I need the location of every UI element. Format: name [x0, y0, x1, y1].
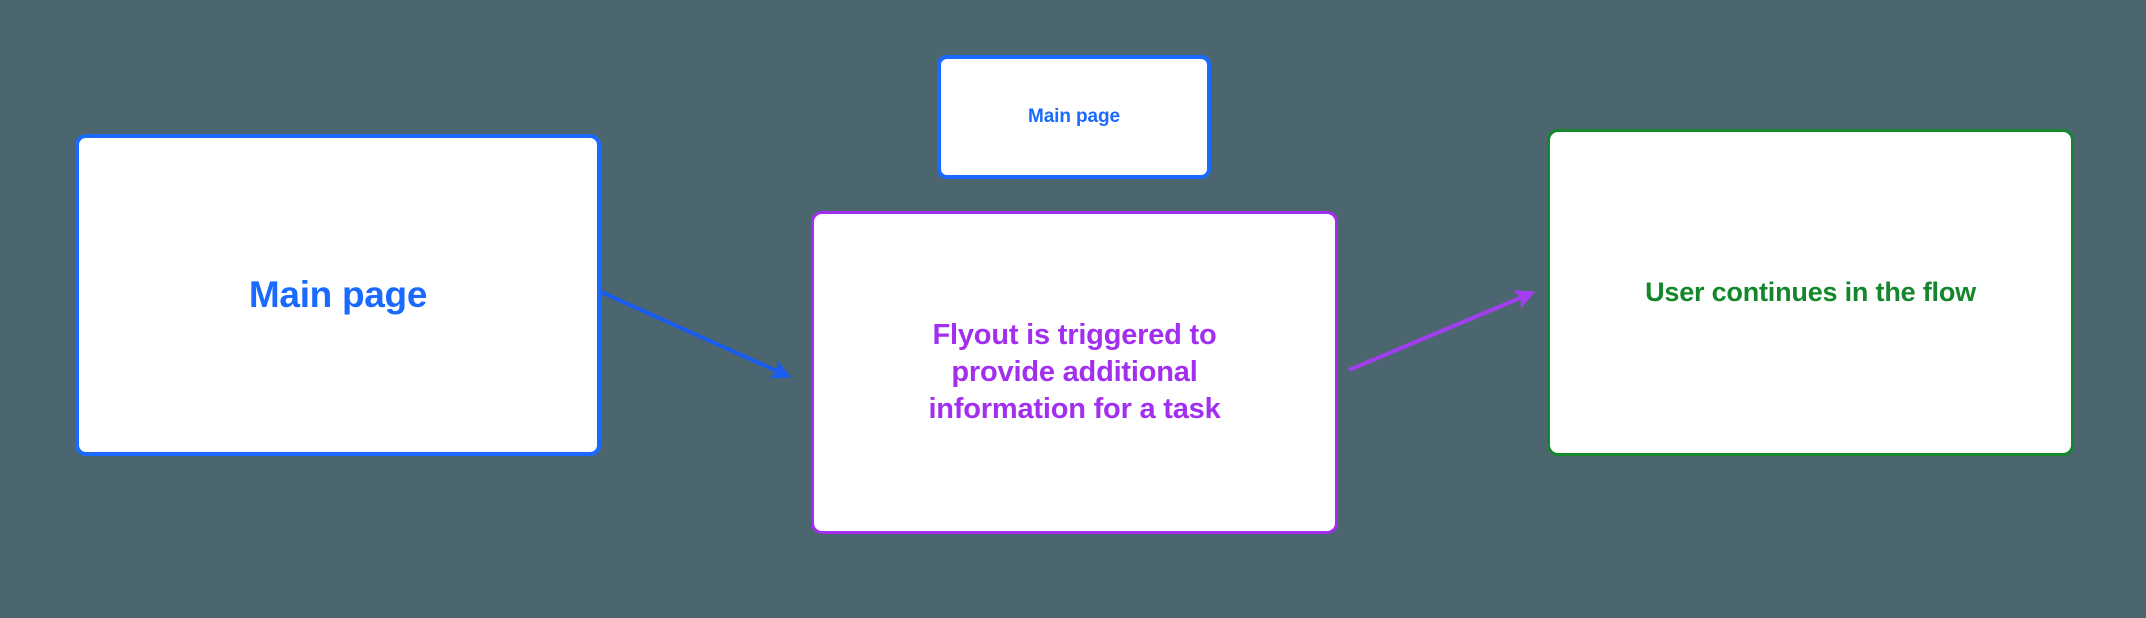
node-user-continues[interactable]: User continues in the flow [1547, 129, 2074, 456]
node-main-page-top[interactable]: Main page [937, 55, 1211, 179]
node-main-page-left-label: Main page [248, 273, 428, 315]
arrow-flyout-to-user-continues [1348, 290, 1536, 372]
node-flyout[interactable]: Flyout is triggered to provide additiona… [811, 211, 1338, 534]
node-main-page-left[interactable]: Main page [75, 134, 601, 456]
node-flyout-label: Flyout is triggered to provide additiona… [928, 318, 1221, 426]
node-user-continues-label: User continues in the flow [1645, 276, 1976, 307]
node-main-page-top-label: Main page [1027, 106, 1120, 128]
arrow-main-page-to-flyout [600, 290, 792, 379]
